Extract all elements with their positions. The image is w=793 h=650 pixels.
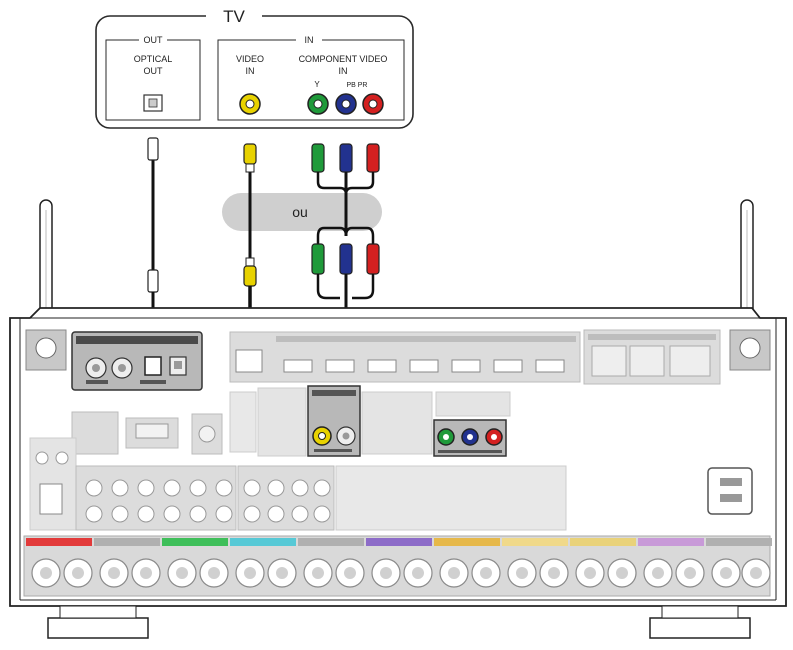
speaker-zone-bar xyxy=(706,538,772,546)
receiver-video-input xyxy=(307,385,361,457)
tv-y-jack-icon xyxy=(307,93,329,115)
tv-panel: TV OUT OPTICAL OUT IN VIDEO IN COMPONENT… xyxy=(95,6,414,129)
speaker-zone-bar xyxy=(94,538,160,546)
optical-out-label-2: OUT xyxy=(144,66,164,76)
tv-pb-jack-icon xyxy=(335,93,357,115)
antenna-right-icon xyxy=(740,199,754,323)
tv-pr-jack-icon xyxy=(362,93,384,115)
speaker-zone-bar xyxy=(26,538,92,546)
ac-inlet-icon xyxy=(707,467,753,515)
out-group-label: OUT xyxy=(144,35,164,45)
hdmi-panel xyxy=(229,329,721,385)
speaker-zone-bar xyxy=(638,538,704,546)
component-in-label-2: IN xyxy=(339,66,348,76)
pbpr-label: PB PR xyxy=(346,82,367,89)
optical-out-label: OPTICAL xyxy=(134,54,173,64)
speaker-zone-bar xyxy=(434,538,500,546)
receiver-component-input xyxy=(433,419,507,457)
speaker-zone-bar xyxy=(162,538,228,546)
component-in-label: COMPONENT VIDEO xyxy=(299,54,388,64)
speaker-zone-bar xyxy=(502,538,568,546)
foot-left xyxy=(47,617,149,639)
antenna-left-icon xyxy=(39,199,53,323)
speaker-zone-bar xyxy=(298,538,364,546)
in-group-label: IN xyxy=(305,35,314,45)
video-in-label: VIDEO xyxy=(236,54,264,64)
optical-port-icon xyxy=(143,94,163,112)
speaker-zone-bar xyxy=(570,538,636,546)
or-label: ou xyxy=(292,204,308,220)
speaker-zone-bar xyxy=(230,538,296,546)
speaker-terminals xyxy=(23,535,772,597)
tv-video-jack-icon xyxy=(239,93,261,115)
tv-title: TV xyxy=(223,7,245,26)
foot-right xyxy=(649,617,751,639)
speaker-zone-bar xyxy=(366,538,432,546)
or-separator: ou xyxy=(222,193,382,231)
av-receiver xyxy=(9,199,787,639)
y-label: Y xyxy=(314,80,320,89)
video-in-label-2: IN xyxy=(246,66,255,76)
digital-audio-panel xyxy=(71,331,203,391)
